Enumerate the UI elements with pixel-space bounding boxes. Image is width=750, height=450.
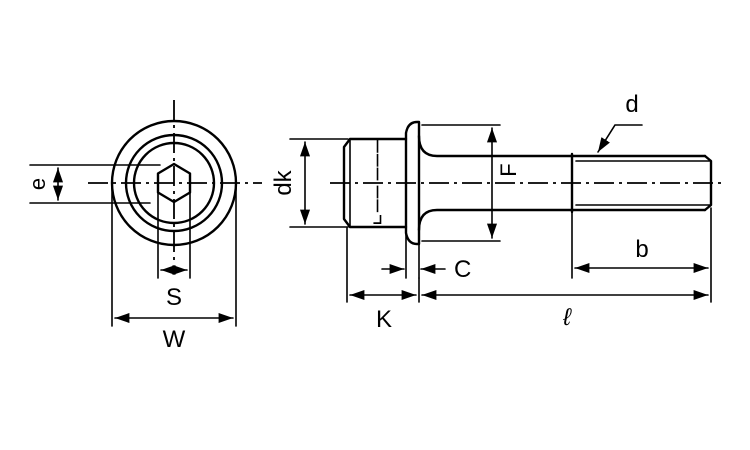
head-marking: ㅡㅡㅡ ㅡㅡㄱ <box>368 140 385 227</box>
shank-lower-edge <box>417 208 574 232</box>
k-label: K <box>376 306 392 333</box>
e-label: e <box>25 178 50 190</box>
flange-outer-circle <box>110 119 238 247</box>
bolt-flange <box>404 120 421 246</box>
b-label: b <box>635 236 648 263</box>
hex-socket <box>156 162 192 204</box>
l-label: ℓ <box>562 304 572 331</box>
f-label: F <box>496 163 521 176</box>
dk-label: dk <box>270 169 297 195</box>
side-view: ㅡㅡㅡ ㅡㅡㄱ dk F C K ℓ b d <box>270 91 722 333</box>
end-view: e S W <box>25 100 262 353</box>
head-circle <box>124 133 224 233</box>
d-leader <box>597 124 643 153</box>
thread-end-chamfer <box>703 154 713 212</box>
d-label: d <box>625 91 638 118</box>
c-label: C <box>454 256 471 283</box>
s-label: S <box>166 284 182 311</box>
socket-bore-circle <box>132 141 216 225</box>
shank-upper-edge <box>417 134 574 158</box>
w-label: W <box>163 326 186 353</box>
